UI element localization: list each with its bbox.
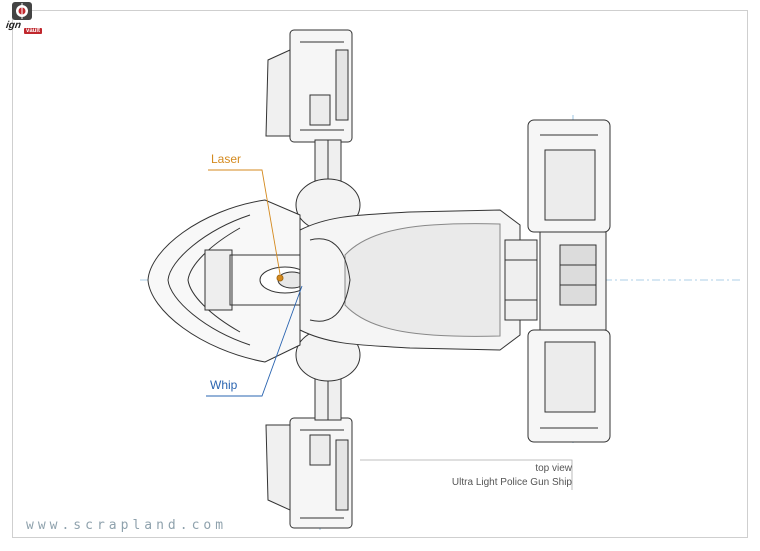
- laser-marker: [276, 274, 284, 282]
- logo-badge: vault: [24, 28, 43, 34]
- whip-label: Whip: [210, 378, 238, 392]
- bottom-wing-pod: [265, 374, 353, 529]
- rear-engine: [527, 119, 611, 443]
- laser-label: Laser: [211, 152, 242, 166]
- top-wing-pod: [265, 29, 353, 186]
- drawing-frame: [12, 10, 748, 538]
- main-hull: [299, 209, 538, 351]
- caption-bracket: [360, 459, 573, 490]
- cockpit-nose: [147, 199, 311, 363]
- view-type: top view: [535, 463, 572, 474]
- whip-leader: [206, 285, 303, 397]
- ship-name: Ultra Light Police Gun Ship: [451, 477, 572, 488]
- ign-vault-logo: ign vault: [2, 2, 43, 36]
- website-url: www.scrapland.com: [26, 518, 228, 533]
- view-caption: top view Ultra Light Police Gun Ship: [452, 462, 572, 490]
- laser-leader: [208, 169, 281, 275]
- target-icon: [12, 2, 32, 20]
